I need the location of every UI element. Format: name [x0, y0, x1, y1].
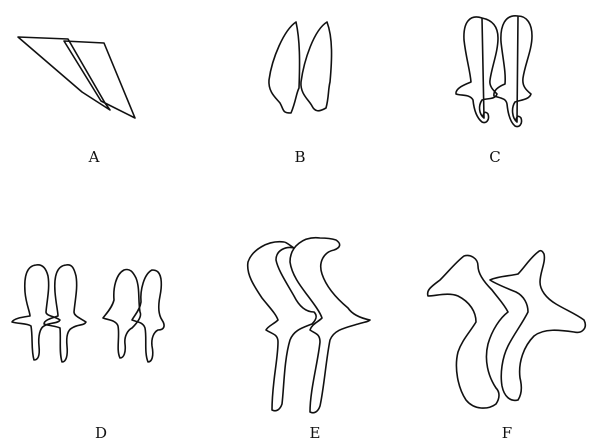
figure-e-shape-right — [290, 238, 370, 413]
figure-e-drawing — [248, 238, 370, 413]
figure-e-label: E — [300, 424, 330, 442]
figure-d-shape-2 — [44, 265, 86, 362]
figure-b-shape-left — [269, 22, 300, 113]
figure-d-shape-1 — [12, 265, 60, 360]
figure-d-shape-3 — [103, 269, 141, 358]
figure-c-drawing — [456, 16, 532, 127]
figure-b-drawing — [269, 22, 332, 113]
figure-b-label: B — [285, 148, 315, 166]
figure-a-label: A — [79, 148, 109, 166]
figure-a-shape-left — [18, 37, 110, 110]
figure-c-shape-right — [494, 16, 532, 127]
figure-c-label: C — [480, 148, 510, 166]
figure-d-label: D — [86, 424, 116, 442]
figure-a-shape-right — [64, 41, 135, 118]
figure-f-shape-right — [490, 251, 585, 401]
figure-f-drawing — [428, 251, 586, 408]
figure-b-shape-right — [301, 22, 332, 111]
figure-a-drawing — [18, 37, 135, 118]
figure-d-drawing — [12, 265, 164, 362]
figure-c-shape-left — [456, 17, 498, 123]
figure-f-label: F — [492, 424, 522, 442]
figure-e-shape-left — [248, 242, 316, 411]
